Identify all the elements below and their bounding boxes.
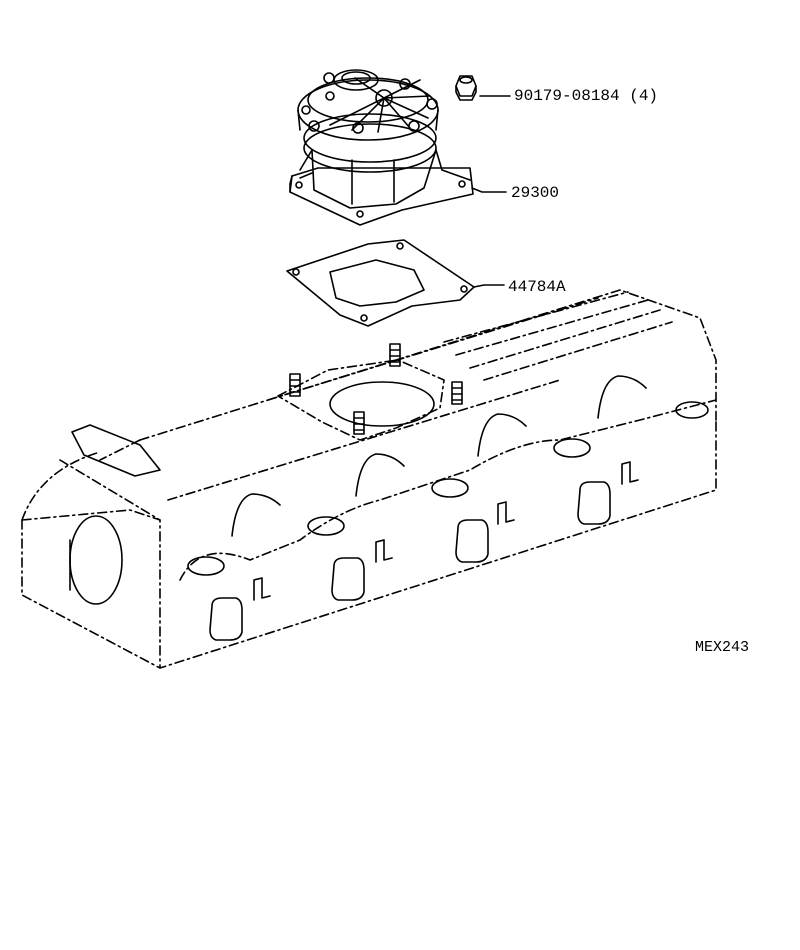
bolt-part (455, 75, 477, 101)
leader-lines (471, 95, 511, 288)
cylinder-head (21, 289, 717, 669)
pump-part-number: 29300 (511, 184, 560, 202)
studs (289, 343, 463, 435)
head-details (69, 343, 709, 641)
figure-code: MEX243 (695, 639, 750, 656)
gasket-part (286, 239, 475, 327)
vacuum-pump (289, 69, 474, 226)
gasket-part-number: 44784A (508, 278, 566, 296)
bolt-part-number: 90179-08184 (4) (514, 87, 659, 105)
